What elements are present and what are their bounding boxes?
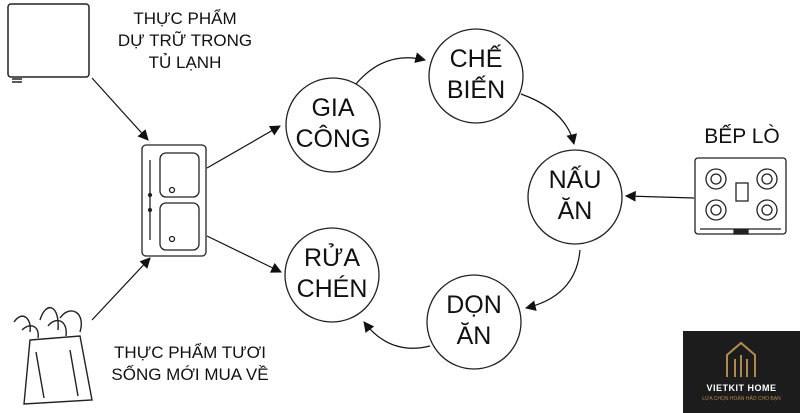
caption-fresh-line-1: THỰC PHẨM TƯƠI [114,343,266,362]
brand-tagline: LỰA CHỌN HOÀN HẢO CHO BẠN [702,396,781,402]
node-rua-chen [284,227,380,323]
brand-logo: VIETKIT HOME LỰA CHỌN HOÀN HẢO CHO BẠN [683,331,800,413]
caption-fridge-line-3: TỦ LẠNH [148,53,222,73]
caption-fridge-line-1: THỰC PHẨM [133,9,237,28]
node-label-rua-chen: RỬA CHÉN [282,243,382,306]
caption-fresh-food: THỰC PHẨM TƯƠI SỐNG MỚI MUA VỀ [90,342,290,386]
node-label-gia-cong-1: GIA [311,94,355,122]
grocery-bag-icon [13,307,93,405]
node-label-don-an: DỌN ĂN [424,290,524,353]
node-label-che-bien-2: BIẾN [446,76,506,105]
node-label-nau-an-2: ĂN [557,197,593,226]
node-label-rua-chen-2: CHÉN [296,275,368,304]
arrow-bag-to-sink [91,257,151,321]
arrow-gia-cong-to-che-bien [355,52,427,85]
node-label-che-bien-1: CHẾ [449,45,503,73]
arrow-sink-to-rua-chen [206,235,282,273]
arrow-nau-an-to-don-an [524,249,581,311]
brand-name: VIETKIT HOME [706,383,777,393]
arrow-fridge-to-sink [91,77,149,141]
node-gia-cong [285,77,381,173]
node-label-don-an-2: ĂN [456,322,492,351]
node-label-don-an-1: DỌN [446,291,502,319]
node-label-rua-chen-1: RỬA [303,244,361,272]
node-label-che-bien: CHẾ BIẾN [426,44,526,107]
node-label-nau-an-1: NẤU [548,166,602,194]
node-label-nau-an: NẤU ĂN [525,165,625,228]
caption-fresh-line-2: SỐNG MỚI MUA VỀ [111,365,269,385]
fridge-icon [7,3,90,83]
node-nau-an [527,149,623,245]
house-logo-icon [726,341,756,377]
arrow-don-an-to-rua-chen [363,321,431,349]
node-don-an [426,274,522,370]
node-label-gia-cong: GIA CÔNG [283,93,383,156]
caption-stove: BẾP LÒ [704,125,780,148]
stove-icon [694,157,787,235]
node-che-bien [428,28,524,124]
caption-fridge-line-2: DỰ TRỮ TRONG [117,31,253,51]
arrow-stove-to-nau-an [624,190,695,202]
arrow-che-bien-to-nau-an [520,93,578,146]
sink-icon [141,144,207,257]
arrow-sink-to-gia-cong [206,125,281,169]
node-label-gia-cong-2: CÔNG [295,125,371,154]
caption-fridge: THỰC PHẨM DỰ TRỮ TRONG TỦ LẠNH [100,8,270,74]
